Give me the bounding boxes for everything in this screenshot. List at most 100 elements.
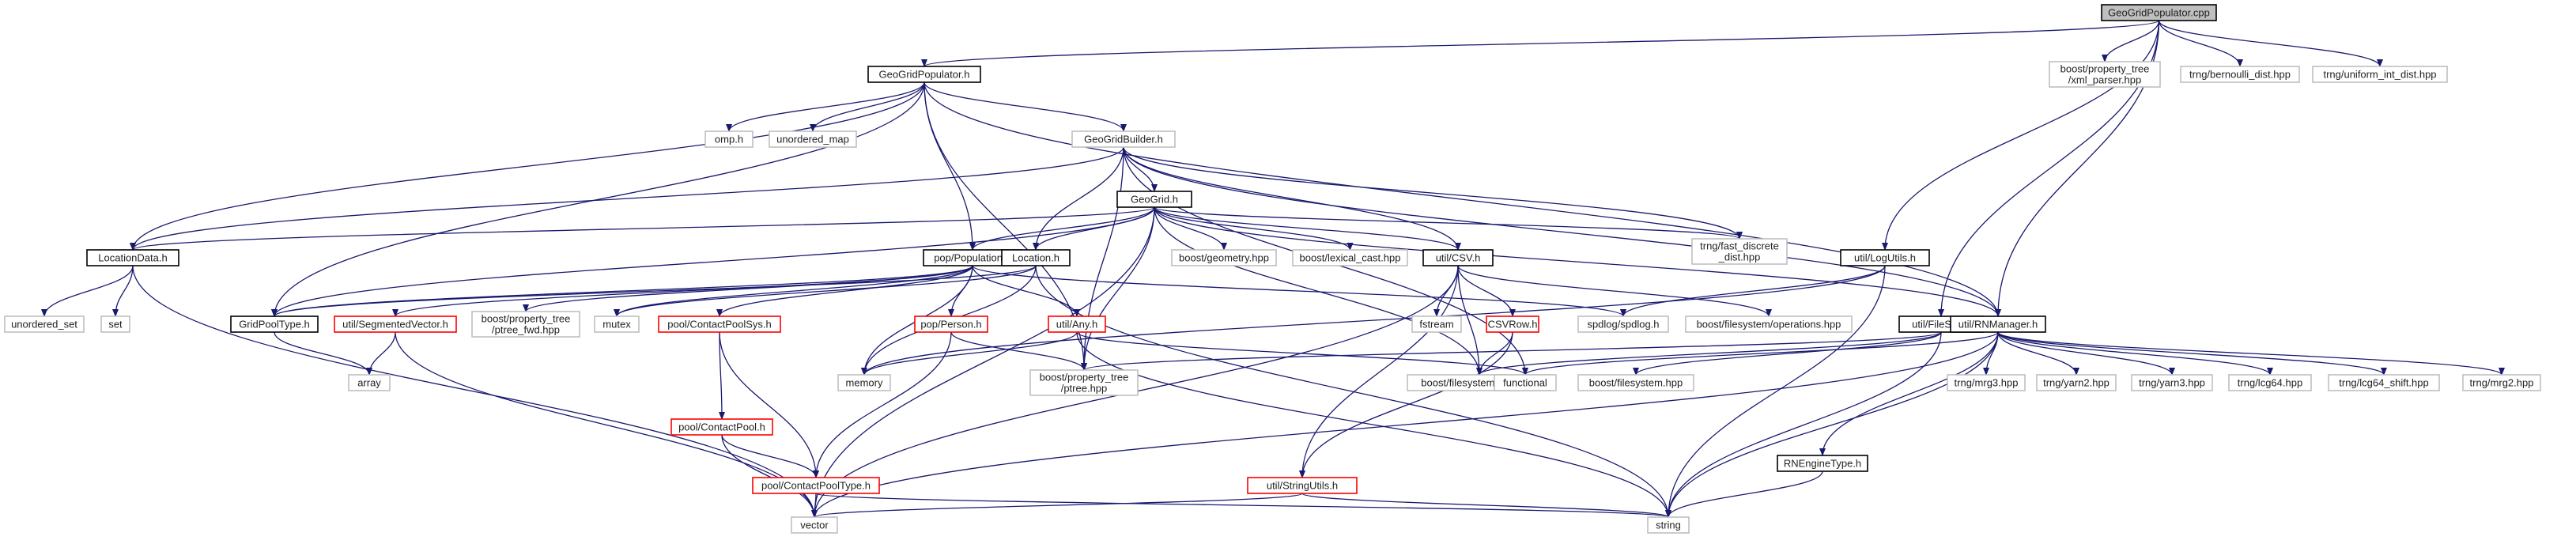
node-label: boost/lexical_cast.hpp: [1300, 252, 1401, 264]
node-ptree_fwd[interactable]: boost/property_tree/ptree_fwd.hpp: [471, 311, 580, 338]
node-gridpooltype[interactable]: GridPoolType.h: [230, 315, 319, 333]
node-box: [2101, 4, 2217, 21]
edge-locationdata-to-set: [112, 265, 134, 317]
node-poppopulation[interactable]: pop/Population.h: [923, 249, 1022, 266]
node-memory[interactable]: memory: [837, 374, 891, 391]
node-label: boost/property_tree: [482, 313, 571, 325]
node-label: trng/yarn2.hpp: [2043, 377, 2110, 389]
node-utilcsv[interactable]: util/CSV.h: [1422, 249, 1494, 266]
node-box: [1292, 249, 1408, 266]
edge-any-to-memory: [861, 331, 1078, 376]
node-string[interactable]: string: [1647, 516, 1690, 534]
node-box: [1411, 315, 1462, 333]
edge-person-to-contactpooltype: [813, 331, 952, 478]
node-vector[interactable]: vector: [791, 516, 838, 534]
node-label: unordered_set: [11, 319, 77, 331]
node-root[interactable]: GeoGridPopulator.cpp: [2101, 4, 2217, 21]
node-label: boost/property_tree: [1040, 372, 1129, 383]
node-person[interactable]: pop/Person.h: [914, 315, 988, 333]
node-any[interactable]: util/Any.h: [1048, 315, 1106, 333]
node-label: trng/fast_discrete: [1700, 240, 1779, 252]
node-contactpool[interactable]: pool/ContactPool.h: [670, 418, 773, 436]
node-label: LocationData.h: [98, 252, 167, 264]
node-contactpooltype[interactable]: pool/ContactPoolType.h: [752, 477, 880, 494]
edge-location-to-string: [1035, 265, 1671, 518]
node-boost_fs[interactable]: boost/filesystem.hpp: [1577, 374, 1694, 391]
node-bernoulli[interactable]: trng/bernoulli_dist.hpp: [2180, 66, 2300, 83]
edge-poppopulation-to-gridpooltype: [271, 265, 973, 317]
node-unordered_map[interactable]: unordered_map: [769, 130, 857, 148]
node-mrg2[interactable]: trng/mrg2.hpp: [2462, 374, 2541, 391]
node-mutex[interactable]: mutex: [594, 315, 640, 333]
node-lexical_cast[interactable]: boost/lexical_cast.hpp: [1292, 249, 1408, 266]
node-geometry[interactable]: boost/geometry.hpp: [1171, 249, 1277, 266]
node-functional[interactable]: functional: [1494, 374, 1557, 391]
edge-geogridbuilder-to-locationdata: [130, 146, 1124, 251]
node-ptree_hpp[interactable]: boost/property_tree/ptree.hpp: [1029, 369, 1139, 396]
node-fast_discrete[interactable]: trng/fast_discrete_dist.hpp: [1691, 238, 1788, 265]
node-box: [1247, 477, 1358, 494]
node-label: Location.h: [1012, 252, 1059, 264]
node-fs_operations[interactable]: boost/filesystem/operations.hpp: [1685, 315, 1853, 333]
edge-contactpoolsys-to-contactpooltype: [719, 331, 819, 478]
node-logutils[interactable]: util/LogUtils.h: [1840, 249, 1930, 266]
node-box: [1840, 249, 1930, 266]
edge-geogridpop_h-to-locationdata: [130, 81, 925, 251]
edge-utilcsv-to-fs_operations: [1457, 265, 1772, 317]
node-geogridpop_h[interactable]: GeoGridPopulator.h: [867, 66, 981, 83]
node-label: trng/bernoulli_dist.hpp: [2189, 69, 2291, 81]
node-set[interactable]: set: [100, 315, 130, 333]
node-array[interactable]: array: [348, 374, 391, 391]
node-geogrid[interactable]: GeoGrid.h: [1116, 191, 1192, 208]
node-label: util/LogUtils.h: [1854, 252, 1916, 264]
node-mrg3[interactable]: trng/mrg3.hpp: [1947, 374, 2026, 391]
node-yarn2[interactable]: trng/yarn2.hpp: [2036, 374, 2117, 391]
node-box: [334, 315, 457, 333]
node-label: omp.h: [715, 134, 743, 145]
node-box: [4, 315, 85, 333]
node-box: [1486, 315, 1539, 333]
node-spdlog[interactable]: spdlog/spdlog.h: [1577, 315, 1669, 333]
node-box: [1171, 249, 1277, 266]
node-box: [471, 311, 580, 338]
node-label: trng/mrg2.hpp: [2470, 377, 2534, 389]
node-fstream[interactable]: fstream: [1411, 315, 1462, 333]
node-yarn3[interactable]: trng/yarn3.hpp: [2131, 374, 2213, 391]
node-box: [2328, 374, 2440, 391]
node-omp[interactable]: omp.h: [704, 130, 754, 148]
node-box: [1647, 516, 1690, 534]
node-contactpoolsys[interactable]: pool/ContactPoolSys.h: [658, 315, 781, 333]
edge-gridpooltype-to-array: [274, 331, 372, 376]
node-box: [2180, 66, 2300, 83]
node-label: GeoGridBuilder.h: [1084, 134, 1163, 145]
node-box: [1577, 374, 1694, 391]
edge-root-to-bernoulli: [2158, 20, 2243, 67]
node-box: [1494, 374, 1557, 391]
node-stringutils[interactable]: util/StringUtils.h: [1247, 477, 1358, 494]
node-label: boost/filesystem.hpp: [1589, 377, 1683, 389]
node-lcg64_shift[interactable]: trng/lcg64_shift.hpp: [2328, 374, 2440, 391]
node-unordered_set[interactable]: unordered_set: [4, 315, 85, 333]
edge-rnmanager-to-yarn3: [1997, 331, 2175, 376]
node-label: trng/yarn3.hpp: [2139, 377, 2205, 389]
edge-utilcsv-to-fs_path: [1457, 265, 1483, 376]
node-segmentedvector[interactable]: util/SegmentedVector.h: [334, 315, 457, 333]
node-rnmanager[interactable]: util/RNManager.h: [1950, 315, 2046, 333]
node-label: GridPoolType.h: [239, 319, 310, 331]
node-location[interactable]: Location.h: [1001, 249, 1071, 266]
node-geogridbuilder[interactable]: GeoGridBuilder.h: [1071, 130, 1176, 148]
node-box: [2312, 66, 2448, 83]
edge-geogridpop_h-to-omp: [726, 81, 925, 132]
node-label: set: [108, 319, 123, 331]
node-rnenginetype[interactable]: RNEngineType.h: [1777, 455, 1868, 472]
edge-rnenginetype-to-string: [1665, 470, 1823, 518]
node-label: pop/Person.h: [920, 319, 981, 331]
node-locationdata[interactable]: LocationData.h: [86, 249, 179, 266]
edge-geogridbuilder-to-utilcsv: [1123, 146, 1461, 251]
node-uniform_int[interactable]: trng/uniform_int_dist.hpp: [2312, 66, 2448, 83]
node-csvrow[interactable]: CSVRow.h: [1486, 315, 1539, 333]
node-lcg64[interactable]: trng/lcg64.hpp: [2228, 374, 2312, 391]
edge-utilcsv-to-stringutils: [1299, 265, 1459, 478]
node-ptree_xml[interactable]: boost/property_tree/xml_parser.hpp: [2049, 61, 2161, 88]
